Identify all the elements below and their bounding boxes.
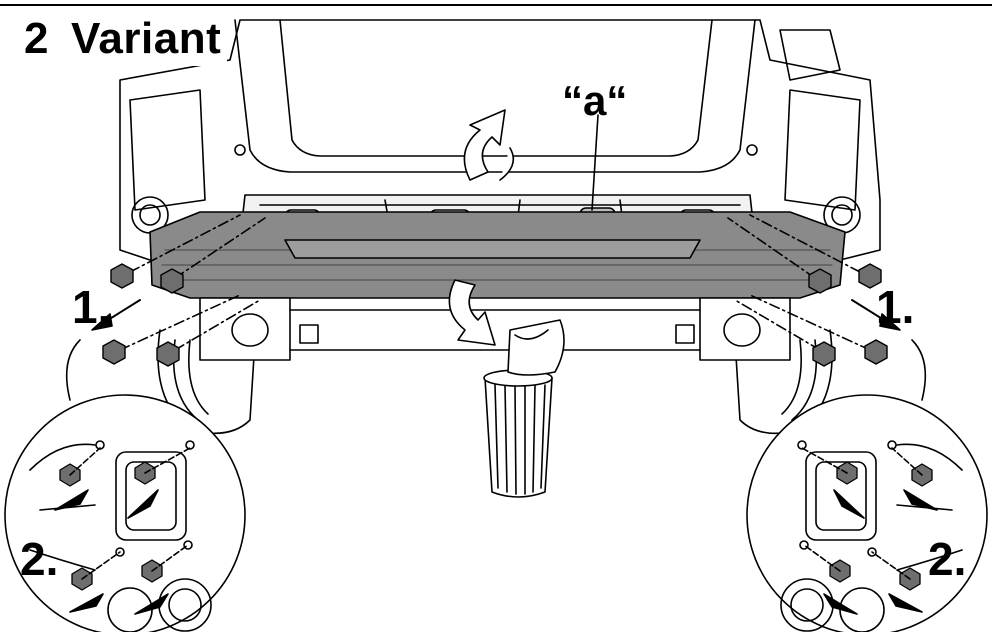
variant-number: 2	[24, 14, 49, 63]
arrow-icon	[888, 593, 923, 613]
bolt-icon	[812, 341, 836, 367]
page-title: 2 Variant	[20, 12, 228, 66]
step2-label-left: 2.	[20, 533, 59, 585]
top-border-line	[0, 4, 992, 6]
step1-arrows	[91, 299, 901, 331]
bolt-icon	[156, 341, 180, 367]
step2-label-right: 2.	[928, 533, 967, 585]
bolt-icon	[864, 339, 888, 365]
step1-label-left: 1.	[72, 281, 111, 333]
arrow-icon	[823, 593, 858, 615]
bolt-icon	[858, 263, 882, 289]
underbody	[199, 297, 791, 361]
step1-label-right: 1.	[876, 281, 915, 333]
bolt-icon	[102, 339, 126, 365]
part-a-label: “a“	[562, 77, 628, 124]
bolt-icon	[110, 263, 134, 289]
bolt-icon	[808, 268, 832, 294]
arrow-icon	[134, 593, 169, 615]
removal-arrows	[448, 109, 515, 346]
variant-text: Variant	[70, 14, 222, 63]
arrow-icon	[54, 489, 89, 511]
part-a-leader	[591, 114, 599, 211]
arrow-icon	[833, 489, 865, 519]
arrow-icon	[903, 489, 938, 511]
trash-can-icon	[483, 319, 565, 498]
detail-view-left	[4, 339, 246, 632]
bolt-leader-lines	[119, 214, 871, 351]
bolt-icon	[160, 268, 184, 294]
bolts	[102, 263, 888, 367]
detail-view-right	[746, 339, 988, 632]
arrow-icon	[69, 593, 104, 613]
bumper-cover	[149, 211, 846, 299]
arrow-icon	[127, 489, 159, 519]
